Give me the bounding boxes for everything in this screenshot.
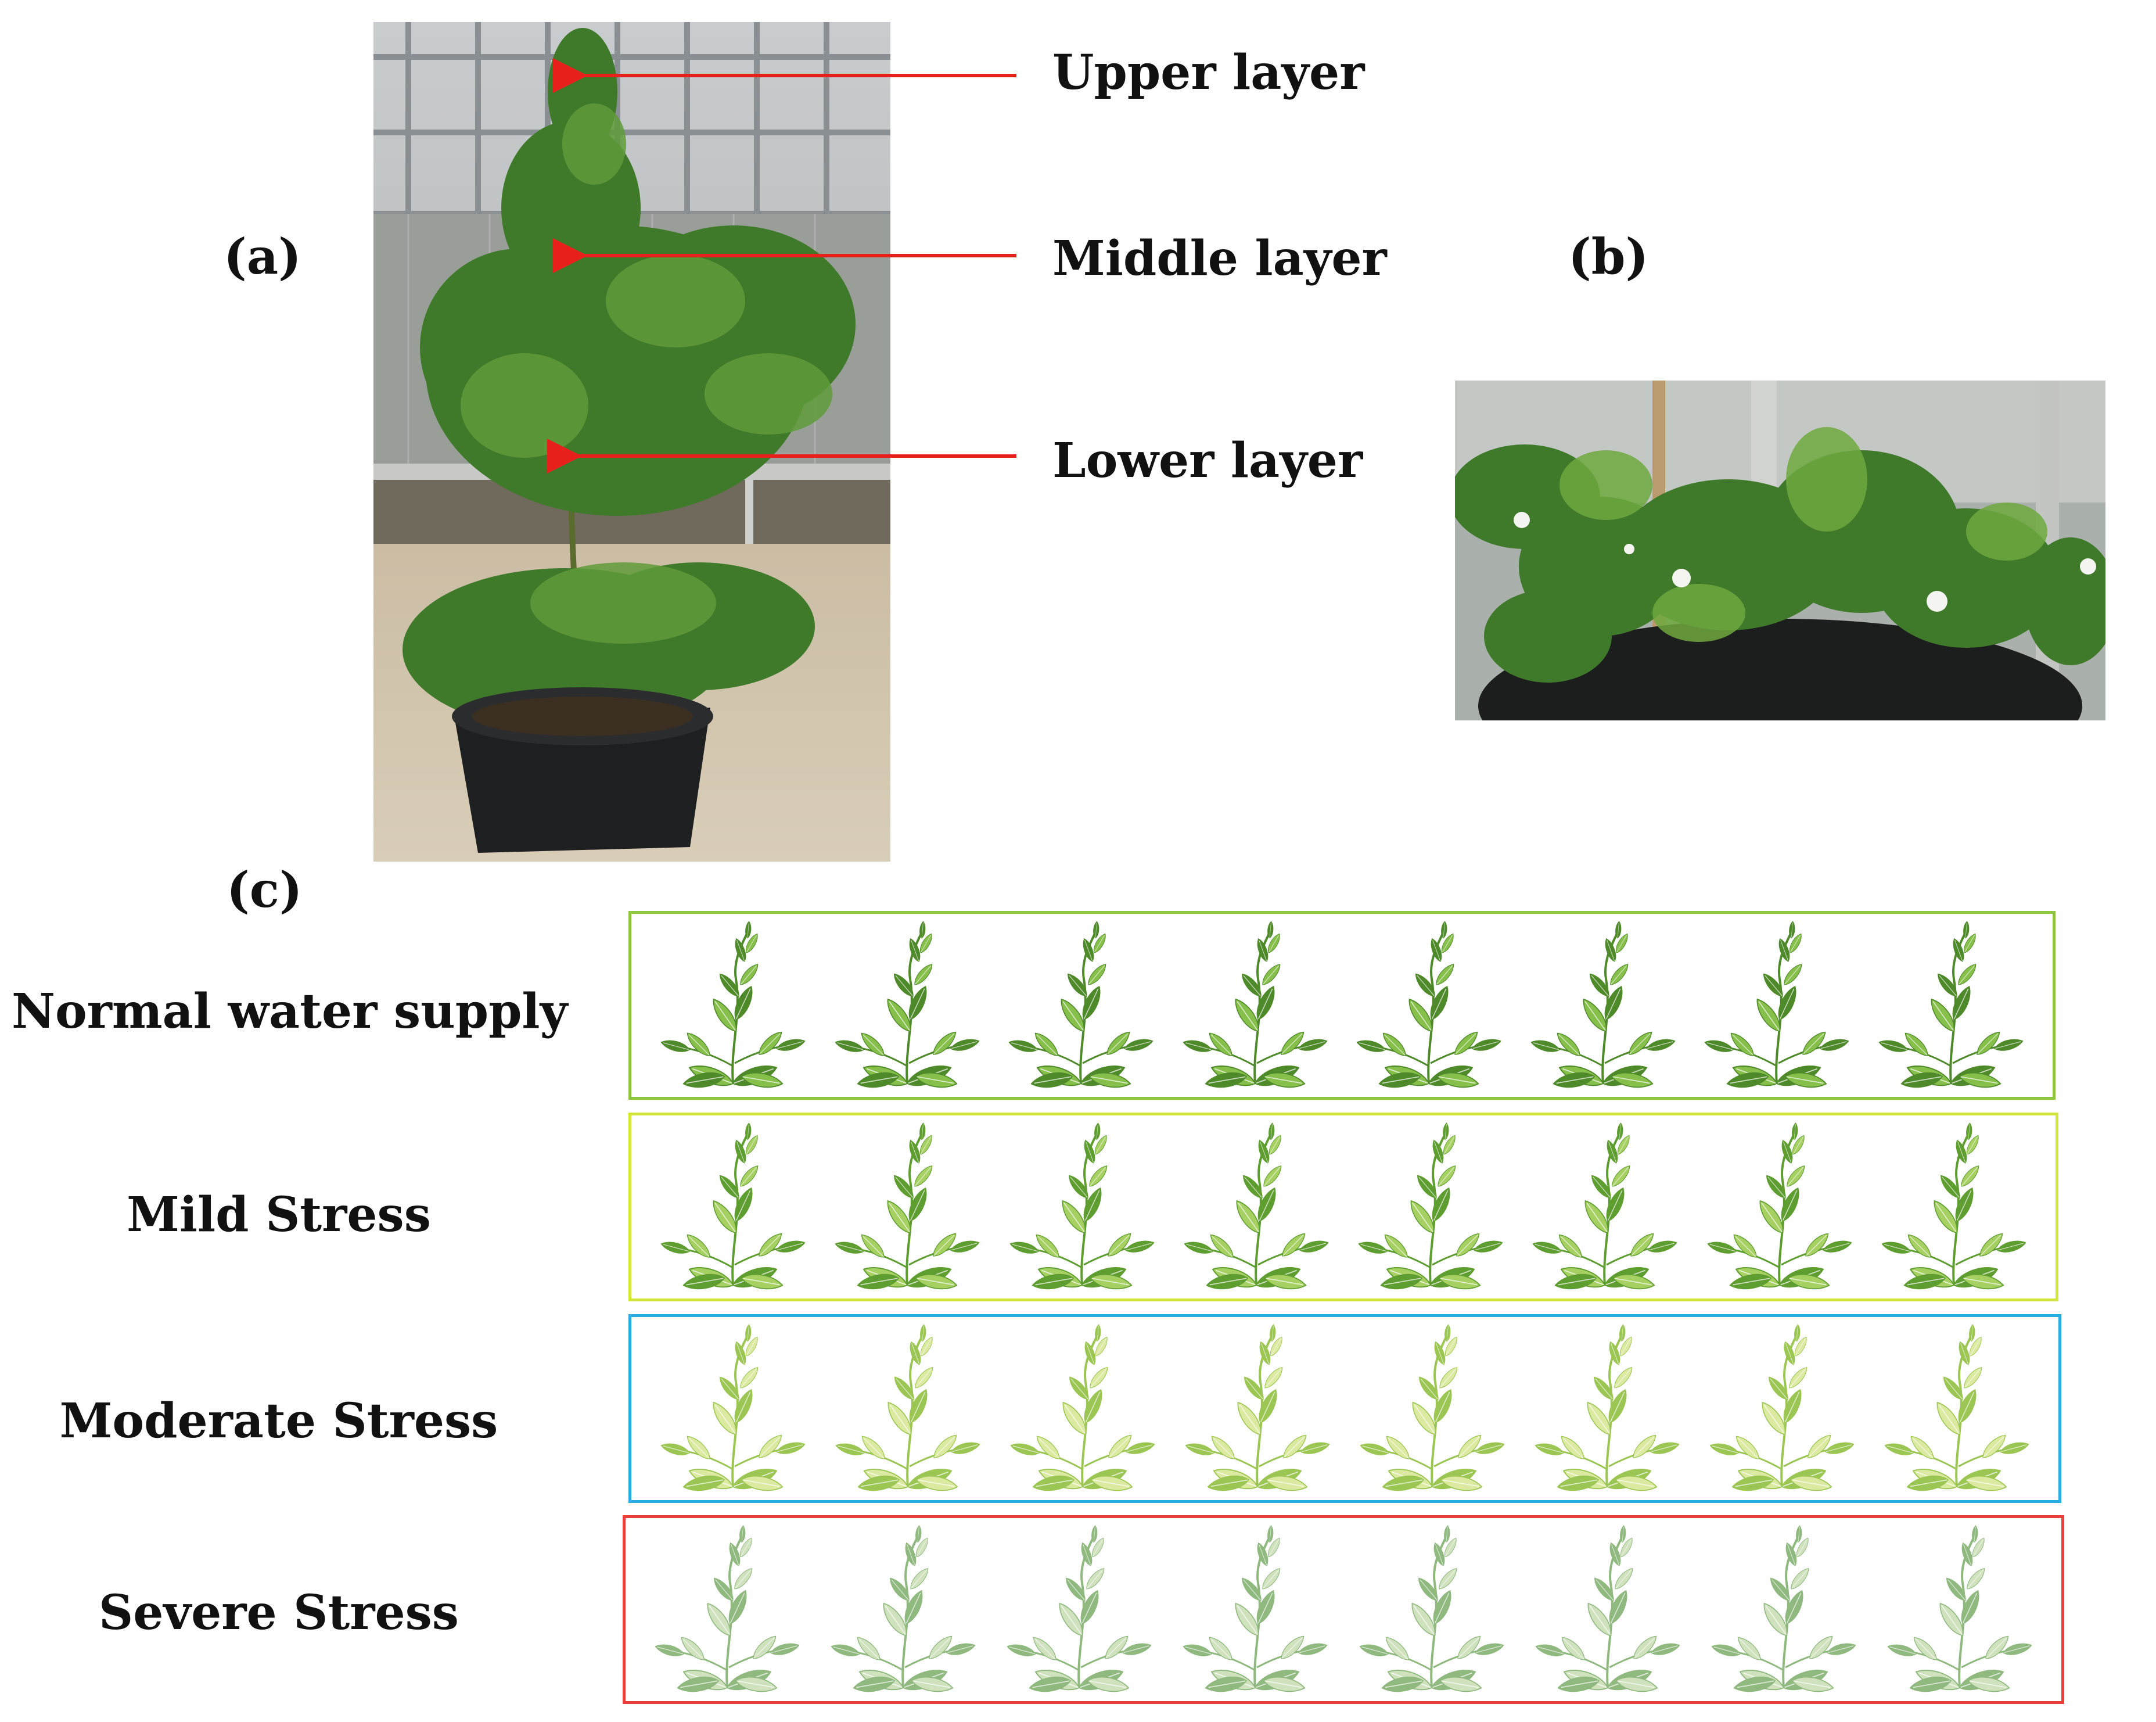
plant-icon <box>1354 1324 1511 1493</box>
plant-icon <box>1179 1324 1336 1493</box>
row-box-mild <box>628 1113 2058 1301</box>
row-label-mild: Mild Stress <box>127 1187 431 1243</box>
plant-icon <box>1525 921 1681 1089</box>
plant-icon <box>1004 1122 1160 1291</box>
potted-plant-photo <box>373 22 890 862</box>
lower-layer-label: Lower layer <box>1052 433 1363 489</box>
plant-icon <box>1873 921 2029 1089</box>
plant-icon <box>1178 1122 1335 1291</box>
plant-icon <box>1875 1122 2032 1291</box>
plant-icon <box>1002 921 1159 1089</box>
upper-layer-label: Upper layer <box>1052 45 1365 101</box>
plant-icon <box>1704 1324 1860 1493</box>
row-box-normal <box>628 911 2056 1100</box>
plant-icon <box>1701 1122 1858 1291</box>
row-label-normal: Normal water supply <box>12 984 568 1039</box>
plant-icon <box>1001 1525 1158 1694</box>
plant-icon <box>655 921 811 1089</box>
plant-icon <box>829 1122 986 1291</box>
plant-icon <box>1177 1525 1334 1694</box>
row-label-moderate: Moderate Stress <box>59 1393 498 1449</box>
plant-icon <box>1529 1525 1686 1694</box>
plant-icon <box>1881 1525 2038 1694</box>
plant-icon <box>1352 1122 1509 1291</box>
plant-icon <box>1353 1525 1510 1694</box>
row-label-severe: Severe Stress <box>99 1585 459 1641</box>
plant-icon <box>1526 1122 1683 1291</box>
row-box-moderate <box>628 1314 2061 1503</box>
plant-icon <box>829 921 986 1089</box>
panel-label-b: (b) <box>1568 228 1649 285</box>
plant-icon <box>1350 921 1507 1089</box>
plant-icon <box>1698 921 1855 1089</box>
plant-icon <box>655 1324 811 1493</box>
panel-label-a: (a) <box>224 228 301 285</box>
flowering-branch-photo <box>1455 381 2105 720</box>
plant-icon <box>1705 1525 1862 1694</box>
plant-icon <box>649 1525 806 1694</box>
plant-icon <box>1878 1324 2035 1493</box>
plant-icon <box>1004 1324 1161 1493</box>
panel-label-c: (c) <box>227 861 303 919</box>
plant-icon <box>825 1525 982 1694</box>
plant-icon <box>1529 1324 1686 1493</box>
plant-icon <box>655 1122 811 1291</box>
plant-icon <box>1177 921 1334 1089</box>
plant-icon <box>829 1324 986 1493</box>
row-box-severe <box>623 1515 2064 1704</box>
middle-layer-label: Middle layer <box>1052 231 1387 286</box>
